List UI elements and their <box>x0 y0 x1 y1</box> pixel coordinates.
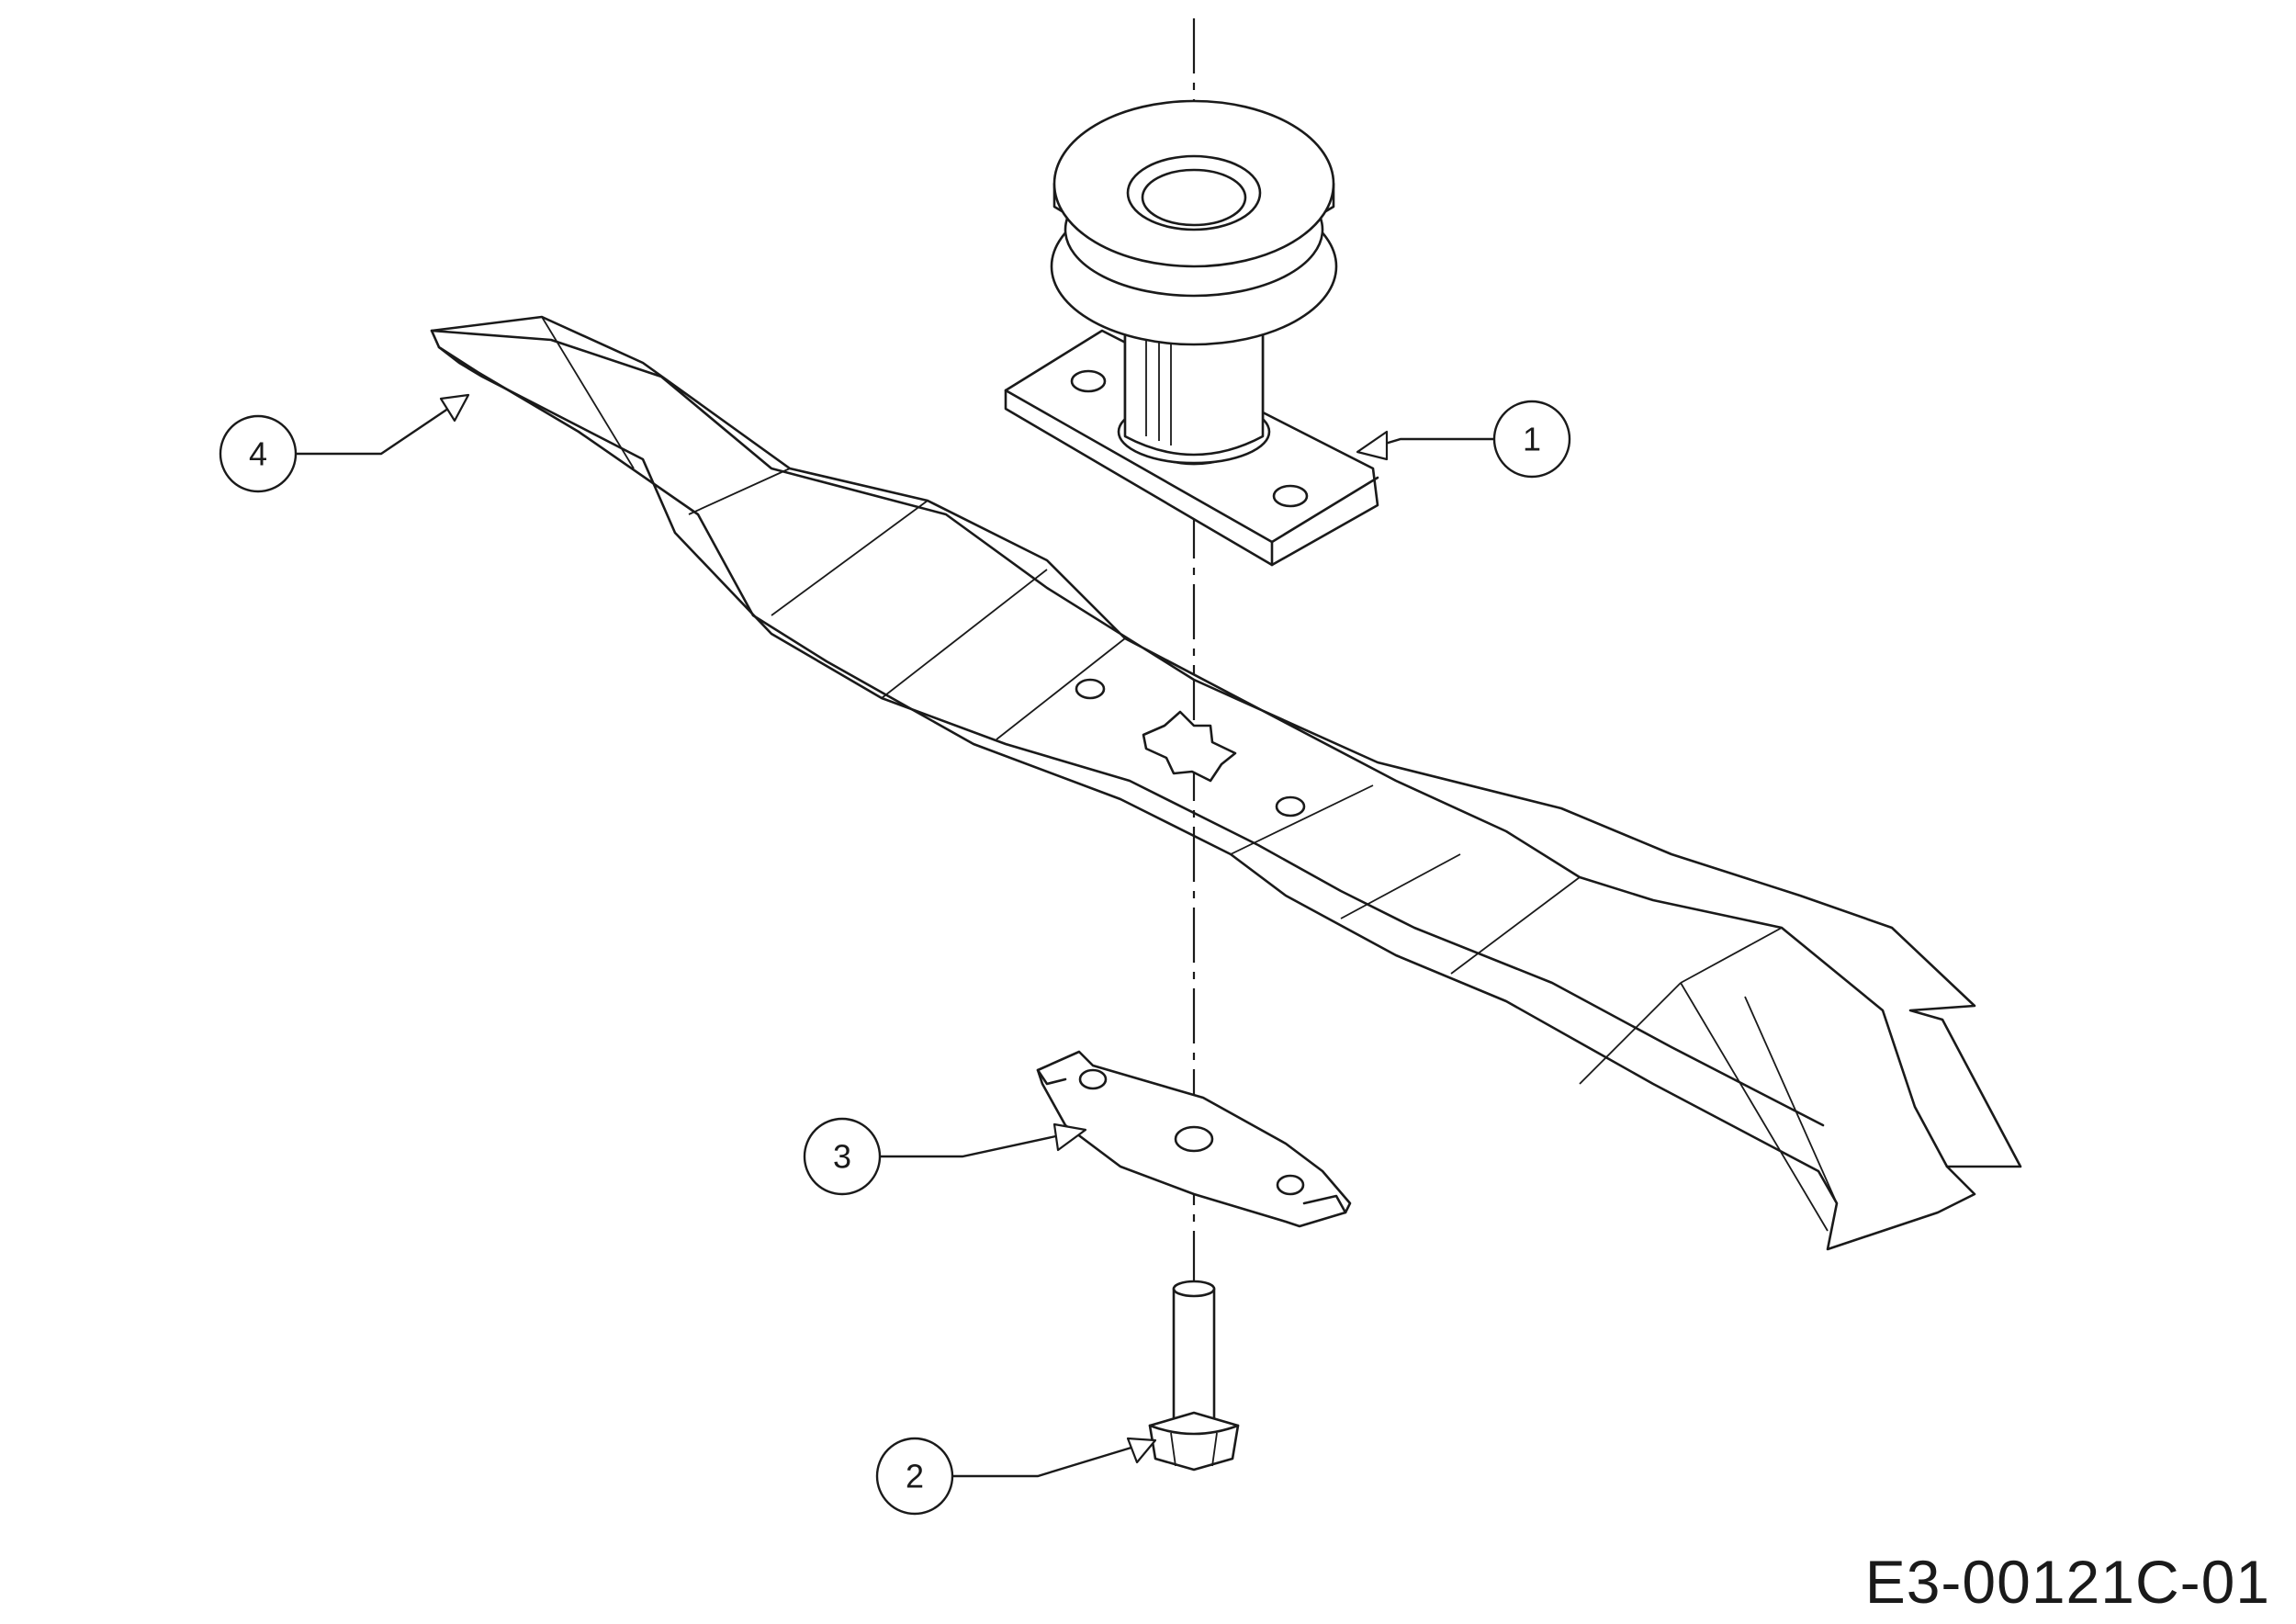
callout-label-4: 4 <box>249 435 267 473</box>
callout-4: 4 <box>219 393 470 493</box>
adapter-hole-right <box>1276 1174 1305 1196</box>
adapter-hole-center <box>1174 1125 1214 1153</box>
adapter-hole-left <box>1078 1068 1108 1090</box>
blade-mount-hole-left <box>1075 678 1106 700</box>
bolt-part-2 <box>1148 1280 1240 1472</box>
callout-label-1: 1 <box>1523 421 1541 458</box>
blade-adapter-part-3 <box>1036 1050 1352 1228</box>
drawing-code: E3-00121C-01 <box>1864 1548 2270 1616</box>
blade-center-star-hole <box>1142 710 1237 783</box>
callout-3: 3 <box>803 1117 1087 1196</box>
plate-hole-rear <box>1070 369 1107 393</box>
callout-2: 2 <box>875 1437 1157 1516</box>
blade-mount-hole-right <box>1275 795 1306 818</box>
callout-1: 1 <box>1356 400 1571 479</box>
plate-hole-front <box>1272 484 1309 508</box>
callout-label-3: 3 <box>833 1138 851 1176</box>
pulley-spindle-part-1 <box>1004 99 1379 567</box>
blade-part-4 <box>430 315 2022 1251</box>
callout-label-2: 2 <box>906 1458 924 1495</box>
